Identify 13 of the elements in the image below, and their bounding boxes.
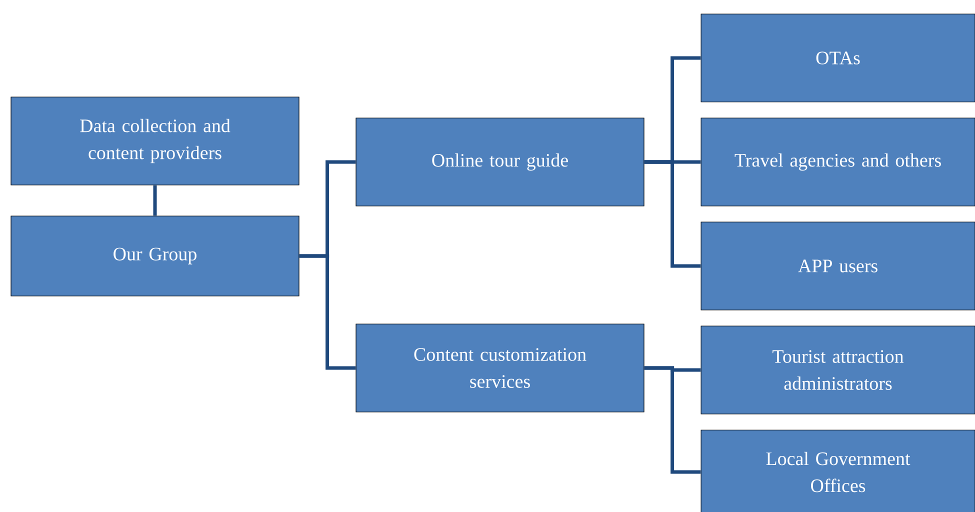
- connector-line: [644, 366, 701, 474]
- connector-line: [299, 254, 356, 370]
- connector-line: [153, 185, 157, 216]
- connector-line: [644, 160, 701, 268]
- process-box: Our Group: [10, 216, 300, 296]
- process-box: Travel agencies and others: [700, 118, 975, 206]
- process-box: Content customization services: [356, 324, 644, 412]
- process-box: APP users: [700, 222, 975, 310]
- process-box: Tourist attraction administrators: [700, 326, 975, 414]
- process-box: OTAs: [700, 14, 975, 102]
- process-box: Online tour guide: [356, 118, 644, 206]
- process-box: Local Government Offices: [700, 430, 975, 512]
- process-box: Data collection and content providers: [10, 96, 300, 186]
